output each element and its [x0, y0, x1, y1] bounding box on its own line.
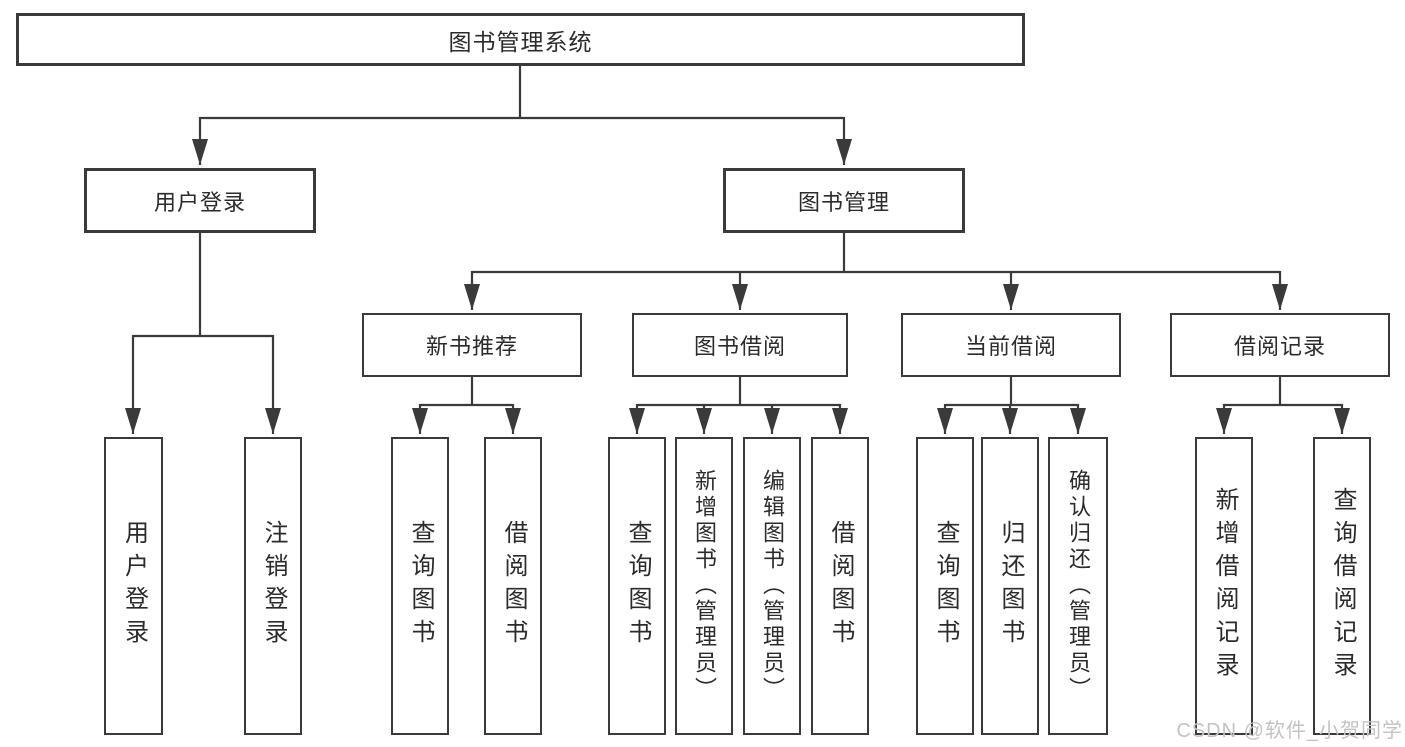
leaf-logout: 注销登录 — [244, 437, 302, 735]
node-library-management-system: 图书管理系统 — [16, 13, 1025, 66]
leaf-borrow-books-borrowing: 借阅图书 — [811, 437, 869, 735]
node-borrowing-records: 借阅记录 — [1170, 313, 1390, 377]
node-user-login-branch: 用户登录 — [84, 168, 316, 233]
node-book-management-branch: 图书管理 — [723, 168, 965, 233]
leaf-query-books-borrowing: 查询图书 — [608, 437, 666, 735]
leaf-edit-book-admin: 编辑图书（管理员） — [743, 437, 801, 735]
node-current-borrowing: 当前借阅 — [901, 313, 1121, 377]
leaf-query-borrow-record: 查询借阅记录 — [1313, 437, 1371, 735]
leaf-return-books: 归还图书 — [981, 437, 1039, 735]
leaf-user-login: 用户登录 — [104, 437, 163, 735]
leaf-query-books-current: 查询图书 — [916, 437, 974, 735]
leaf-add-book-admin: 新增图书（管理员） — [675, 437, 733, 735]
node-new-book-recommendation: 新书推荐 — [362, 313, 582, 377]
node-book-borrowing: 图书借阅 — [632, 313, 848, 377]
leaf-confirm-return-admin: 确认归还（管理员） — [1048, 437, 1108, 735]
leaf-add-borrow-record: 新增借阅记录 — [1195, 437, 1253, 735]
leaf-borrow-books-recommend: 借阅图书 — [484, 437, 542, 735]
leaf-query-books-recommend: 查询图书 — [391, 437, 449, 735]
csdn-watermark: CSDN @软件_小贺同学 — [1176, 720, 1403, 742]
